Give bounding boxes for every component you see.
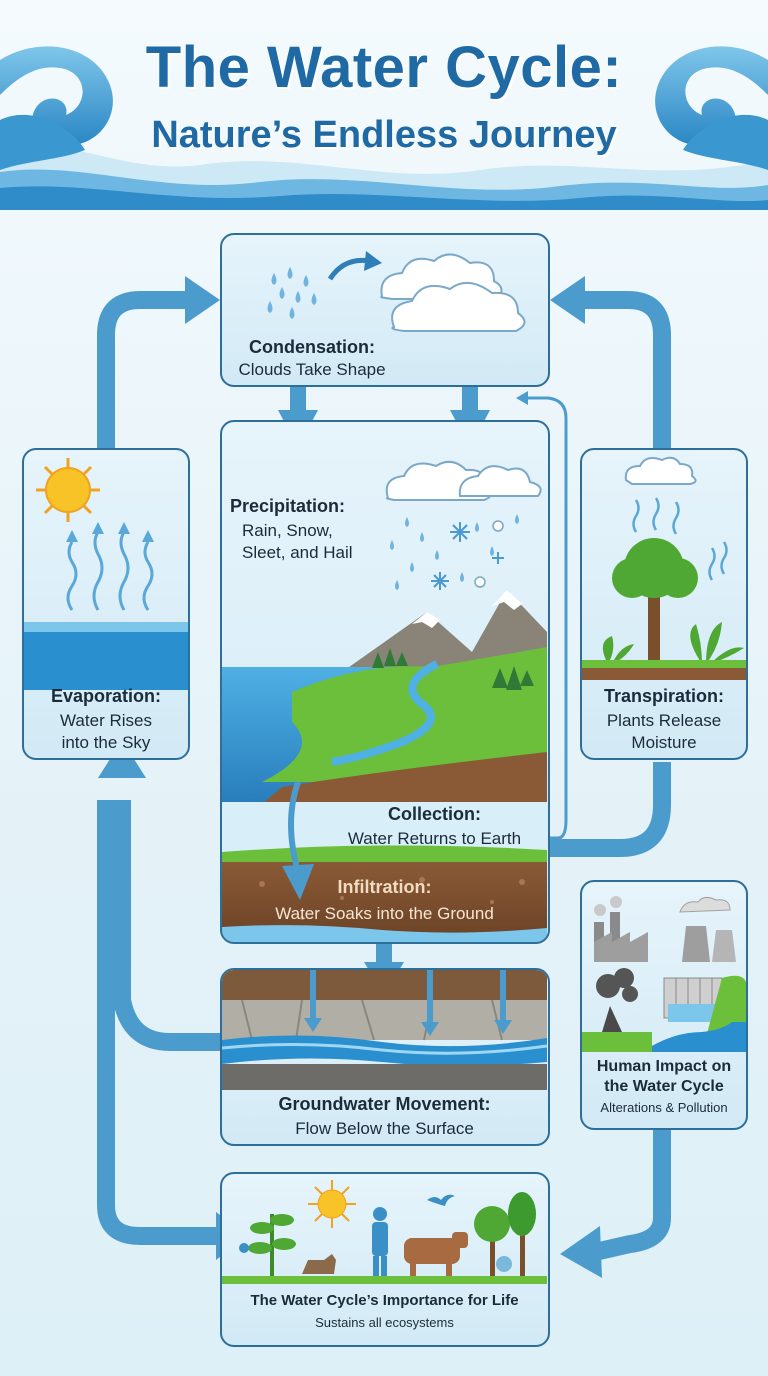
rising-vapor-icon (66, 531, 154, 611)
factory-icon (594, 912, 648, 962)
infiltration-heading: Infiltration: (337, 877, 432, 897)
arrow-evap-to-condensation (97, 291, 185, 448)
groundwater-heading: Groundwater Movement: (278, 1094, 491, 1114)
trees-icon-small (474, 1192, 536, 1278)
arrow-human-to-importance (592, 1130, 671, 1261)
transpiration-line1: Plants Release (606, 711, 722, 730)
evaporation-illustration (24, 458, 188, 690)
groundwater-label: Groundwater Movement: Flow Below the Sur… (222, 1094, 547, 1139)
vapor-icon (632, 497, 728, 581)
importance-subtitle: Sustains all ecosystems (315, 1315, 454, 1330)
precipitation-label: Precipitation: Rain, Snow, Sleet, and Ha… (230, 496, 380, 563)
importance-panel: The Water Cycle’s Importance for Life Su… (220, 1172, 550, 1347)
infiltration-down-arrows (304, 970, 512, 1036)
green-land (262, 647, 547, 782)
collection-label: Collection: Water Returns to Earth (322, 804, 547, 849)
tree-trunk (648, 580, 660, 664)
plant-icon (602, 622, 744, 664)
importance-heading: The Water Cycle’s Importance for Life (250, 1292, 519, 1309)
condensation-heading: Condensation: (249, 337, 375, 357)
tree-icon (612, 538, 698, 598)
evaporation-line2: into the Sky (61, 733, 151, 752)
human-impact-line2: the Water Cycle (604, 1078, 724, 1095)
transpiration-heading: Transpiration: (603, 686, 724, 706)
landscape-illustration (222, 460, 547, 942)
collection-heading: Collection: (388, 804, 481, 824)
arrow-groundwater-to-evap (113, 800, 222, 1051)
groundwater-panel: Groundwater Movement: Flow Below the Sur… (220, 968, 550, 1146)
evaporation-line1: Water Rises (60, 711, 152, 730)
trees-icon (372, 648, 534, 690)
cloud-illustration (267, 251, 526, 332)
header-waves (0, 46, 768, 210)
condensation-label: Condensation: Clouds Take Shape (222, 337, 402, 380)
importance-label: The Water Cycle’s Importance for Life Su… (222, 1292, 547, 1330)
hail-icon (474, 520, 504, 588)
rain-drops-icon (390, 514, 519, 590)
pollution-icon (596, 968, 638, 1032)
precipitation-line2: Sleet, and Hail (242, 543, 353, 562)
transpiration-panel: Transpiration: Plants Release Moisture (580, 448, 748, 760)
transpiration-illustration (582, 456, 746, 680)
dam-icon (663, 977, 723, 1022)
infiltration-subtitle: Water Soaks into the Ground (275, 904, 494, 923)
human-impact-line1: Human Impact on (596, 1058, 732, 1075)
page-subtitle: Nature’s Endless Journey (151, 114, 617, 156)
precipitation-panel: Precipitation: Rain, Snow, Sleet, and Ha… (220, 420, 550, 944)
groundwater-illustration (222, 970, 547, 1090)
person-icon (372, 1207, 388, 1278)
snowflake-icon (431, 522, 504, 590)
human-impact-panel: Human Impact on the Water Cycle Alterati… (580, 880, 748, 1130)
arrow-collection-to-transp (548, 762, 671, 857)
small-cloud-icon (624, 456, 697, 485)
left-wave-curl (0, 46, 113, 146)
fox-icon (302, 1254, 336, 1274)
life-illustration (222, 1180, 547, 1284)
human-impact-subtitle: Alterations & Pollution (600, 1100, 728, 1115)
human-impact-label: Human Impact on the Water Cycle Alterati… (582, 1058, 746, 1115)
water-surface (24, 622, 188, 690)
human-impact-illustration (582, 896, 746, 1052)
right-wave-curl (655, 46, 768, 146)
transpiration-line2: Moisture (631, 733, 697, 752)
river-icon (331, 660, 439, 766)
precipitation-heading: Precipitation: (230, 496, 346, 516)
sun-icon (36, 458, 100, 522)
bird-icon (427, 1194, 455, 1206)
precipitation-line1: Rain, Snow, (242, 521, 333, 540)
power-plant-icon (679, 896, 736, 962)
arrow-left-to-importance (97, 800, 222, 1245)
evaporation-heading: Evaporation: (50, 686, 161, 706)
sun-icon-small (308, 1180, 356, 1228)
condensation-panel: Condensation: Clouds Take Shape (220, 233, 550, 387)
condensation-subtitle: Clouds Take Shape (238, 360, 386, 379)
cow-icon (404, 1232, 468, 1278)
groundwater-subtitle: Flow Below the Surface (295, 1119, 474, 1138)
page-title: The Water Cycle: (145, 35, 623, 100)
smoke-icon (594, 896, 622, 916)
clouds-icon (380, 253, 526, 332)
evaporation-panel: Evaporation: Water Rises into the Sky (22, 448, 190, 760)
collection-subtitle: Water Returns to Earth (347, 829, 522, 848)
plant-sprout-icon (239, 1214, 296, 1278)
transpiration-label: Transpiration: Plants Release Moisture (582, 686, 746, 753)
evaporation-label: Evaporation: Water Rises into the Sky (24, 686, 188, 753)
rain-clouds-icon (385, 460, 542, 501)
arrow-transp-to-condensation (585, 291, 671, 448)
droplets-icon (267, 267, 317, 319)
infiltration-label: Infiltration: Water Soaks into the Groun… (222, 877, 547, 924)
